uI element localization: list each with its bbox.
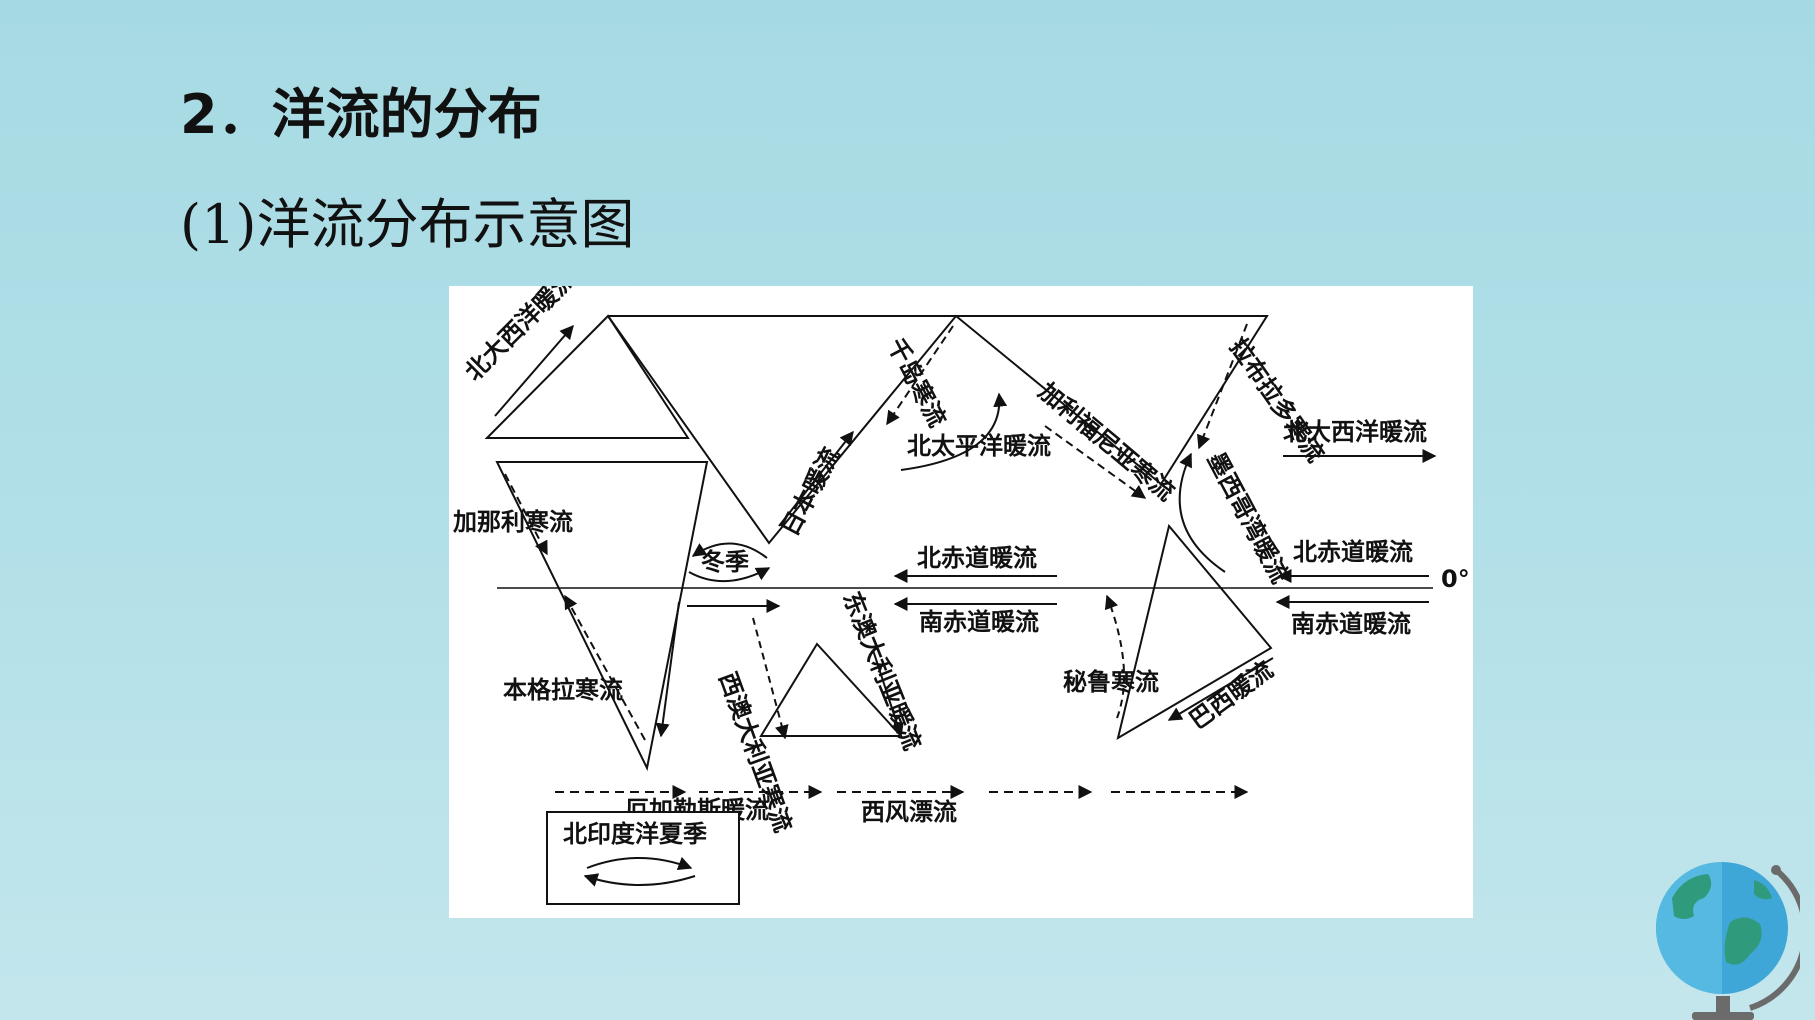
eurasia-outline bbox=[607, 314, 1269, 545]
ocean-currents-svg: 0° bbox=[453, 286, 1470, 905]
gulf-stream-arrow bbox=[1178, 452, 1226, 573]
north-pacific-current-arrow bbox=[900, 392, 1008, 471]
legend-title: 北印度洋夏季 bbox=[563, 820, 707, 848]
south-america-outline bbox=[1116, 523, 1273, 741]
winter-label: 冬季 bbox=[701, 548, 749, 576]
europe-outline bbox=[484, 314, 690, 439]
oyashio-current-arrow bbox=[886, 325, 954, 426]
north-atlantic-drift-right-label: 北大西洋暖流 bbox=[1283, 418, 1427, 446]
california-current-label: 加利福尼亚寒流 bbox=[1033, 377, 1180, 506]
benguela-current-label: 本格拉寒流 bbox=[503, 676, 623, 704]
labrador-current-arrow bbox=[1197, 323, 1248, 450]
subheading-text: 洋流分布示意图 bbox=[256, 193, 635, 256]
globe-icon bbox=[1656, 862, 1800, 1020]
peru-current-label: 秘鲁寒流 bbox=[1063, 668, 1159, 696]
north-equatorial-atlantic-label: 北赤道暖流 bbox=[1293, 538, 1413, 566]
north-pacific-current-label: 北太平洋暖流 bbox=[907, 432, 1051, 460]
east-australian-current-arrow bbox=[872, 649, 904, 738]
california-current-arrow bbox=[1044, 425, 1147, 499]
west-australian-current-arrow bbox=[752, 617, 789, 740]
agulhas-current-arrow bbox=[655, 601, 680, 738]
labrador-current-label: 拉布拉多寒流 bbox=[1224, 333, 1330, 467]
winter-monsoon-arrow-back bbox=[688, 567, 771, 582]
south-equatorial-atlantic-label: 南赤道暖流 bbox=[1291, 610, 1411, 638]
canary-current-arrow bbox=[504, 473, 548, 556]
west-wind-drift-label: 西风漂流 bbox=[861, 798, 957, 826]
north-atlantic-drift-left-label: 北大西洋暖流 bbox=[459, 286, 581, 386]
ocean-currents-diagram: 0° bbox=[449, 286, 1473, 918]
peru-current-arrow bbox=[1104, 594, 1126, 719]
kuroshio-current-arrow bbox=[778, 430, 854, 527]
legend-arrow-upper bbox=[586, 856, 693, 871]
equator-label: 0° bbox=[1441, 565, 1470, 593]
north-atlantic-drift-left-arrow bbox=[494, 324, 574, 417]
slide-subheading: (1)洋流分布示意图 bbox=[180, 180, 635, 259]
benguela-current-arrow bbox=[564, 594, 646, 741]
legend-box: 北印度洋夏季 bbox=[546, 811, 740, 905]
winter-monsoon-arrow bbox=[691, 542, 768, 559]
australia-outline bbox=[759, 642, 904, 737]
gulf-stream-label: 墨西哥湾暖流 bbox=[1202, 448, 1294, 588]
current-labels: 北大西洋暖流 加那利寒流 本格拉寒流 冬季 厄加勒斯暖流 西澳大利亚寒流 日本暖… bbox=[453, 286, 1427, 836]
subheading-number: (1) bbox=[180, 193, 257, 256]
kuroshio-current-label: 日本暖流 bbox=[776, 443, 846, 541]
canary-current-label: 加那利寒流 bbox=[453, 508, 573, 536]
brazil-current-label: 巴西暖流 bbox=[1184, 656, 1278, 735]
brazil-current-arrow bbox=[1167, 657, 1274, 721]
east-australian-current-label: 东澳大利亚暖流 bbox=[837, 588, 926, 754]
south-equatorial-pacific-label: 南赤道暖流 bbox=[919, 608, 1039, 636]
current-arrows bbox=[494, 323, 1437, 799]
north-equatorial-pacific-label: 北赤道暖流 bbox=[917, 544, 1037, 572]
slide-heading: 2．洋流的分布 bbox=[180, 83, 542, 146]
legend-arrow-lower bbox=[583, 873, 696, 887]
